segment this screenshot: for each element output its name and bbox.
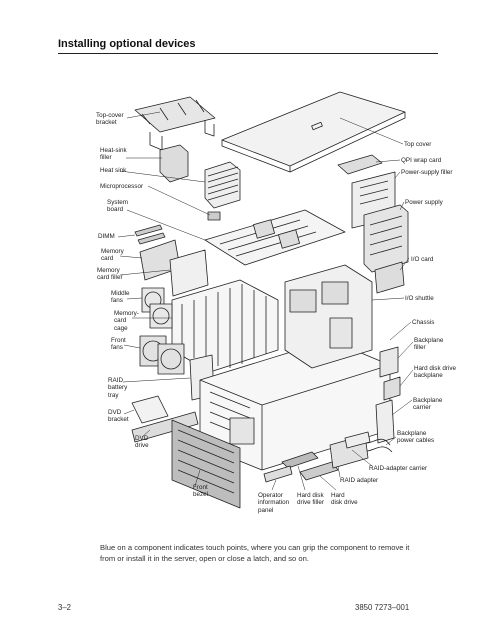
callout-qpi-wrap-card: QPI wrap card [401,157,442,164]
page-header: Installing optional devices [58,38,196,50]
callout-power-supply: Power supply [405,199,443,206]
callout-microprocessor: Microprocessor [100,183,144,190]
header-rule [58,53,438,54]
callout-raid-adapter: RAID adapter [340,477,379,484]
heat-sink-filler-shape [159,144,189,183]
operator-panel-shape [263,465,293,483]
callout-io-card: I/O card [411,256,434,263]
dvd-drive-shape [131,411,199,443]
io-card-shape [374,261,405,294]
callout-memory-card: Memory card [101,248,124,263]
callout-backplane-carrier: Backplane carrier [413,397,443,412]
callout-middle-fans: Middle fans [111,290,130,305]
io-shuttle-shape [284,264,373,369]
hard-disk-drive-shape [299,461,339,481]
dvd-bracket-shape [131,395,169,424]
callout-chassis: Chassis [412,319,435,326]
top-cover-shape [221,91,406,167]
heat-sink-shape [204,161,241,209]
callout-power-supply-filler: Power-supply filler [401,169,453,176]
callout-backplane-filler: Backplane filler [414,337,444,352]
callout-dvd-drive: DVD drive [135,435,149,450]
memory-card-filler-shape [169,249,209,297]
callout-top-cover-bracket: Top-cover bracket [96,112,124,127]
figure-caption: Blue on a component indicates touch poin… [100,543,410,563]
power-supply-shape [363,204,409,273]
top-cover-bracket-shape [134,96,216,133]
callout-heat-sink: Heat sink [100,167,127,174]
system-board-shape [204,209,346,266]
memory-card-cage-shape [171,279,279,373]
callout-memory-card-cage: Memory- card cage [114,310,139,332]
page-number: 3–2 [58,603,72,612]
callout-backplane-power-cables: Backplane power cables [397,430,435,445]
callout-front-bezel: Front bezel [193,484,209,499]
callout-top-cover: Top cover [404,141,432,148]
raid-adapter-carrier-shape [344,431,371,449]
callout-raid-battery-tray: RAID battery tray [108,377,128,399]
hdd-filler-shape [281,451,319,469]
callout-operator-information-panel: Operator information panel [258,492,290,514]
front-fans-shape [139,335,185,375]
front-bezel-shape [171,419,241,509]
callout-hard-disk-drive-filler: Hard disk drive filler [297,492,324,507]
callout-dvd-bracket: DVD bracket [108,409,129,424]
callout-io-shuttle: I/O shuttle [405,295,434,302]
hdd-backplane-shape [383,376,401,401]
dimm-shape [134,224,166,245]
callout-dimm: DIMM [98,233,115,240]
callout-system-board: System board [107,199,128,214]
callout-hard-disk-drive-backplane: Hard disk drive backplane [414,365,456,380]
backplane-filler-shape [379,346,399,378]
callout-front-fans: Front fans [111,337,126,352]
middle-fans-shape [141,287,173,329]
callout-hard-disk-drive: Hard disk drive [331,492,358,507]
callout-raid-adapter-carrier: RAID-adapter carrier [369,465,428,472]
callout-heat-sink-filler: Heat-sink filler [100,147,127,162]
callout-memory-card-filler: Memory card filler [97,267,123,282]
document-number: 3850 7273–001 [355,603,410,612]
microprocessor-shape [207,211,221,221]
qpi-wrap-card-shape [337,154,383,175]
backplane-carrier-shape [375,399,395,444]
